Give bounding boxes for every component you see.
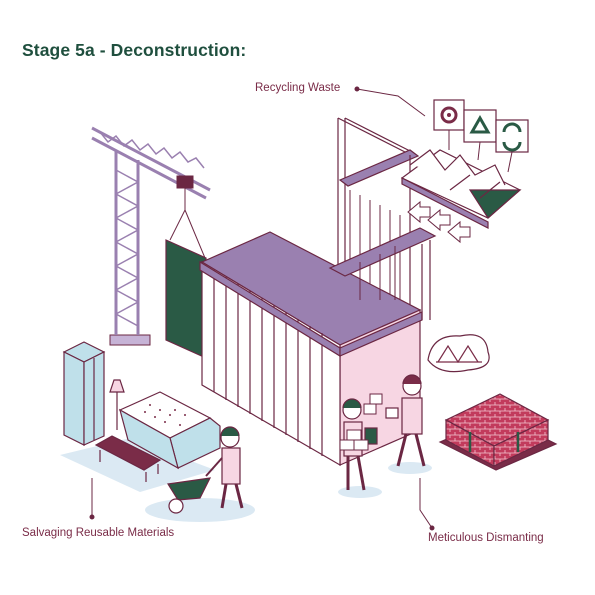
worker-helmet [385, 374, 426, 467]
bed [118, 391, 221, 470]
hanging-panel [165, 239, 207, 359]
bench [94, 435, 162, 482]
salvaging-materials-label: Salvaging Reusable Materials [22, 527, 175, 539]
worker-wheelbarrow [167, 426, 244, 514]
salvage-leader-line [89, 478, 95, 520]
recycling-waste-label: Recycling Waste [255, 82, 341, 94]
refresh-icon [495, 119, 529, 173]
wardrobe [62, 341, 106, 446]
recycle-icon [463, 109, 497, 161]
tower-crane [91, 126, 211, 346]
meticulous-dismantling-label: Meticulous Dismanting [428, 532, 544, 544]
biohazard-icon [433, 99, 465, 150]
page-title: Stage 5a - Deconstruction: [22, 40, 247, 60]
floor-lamp [109, 379, 125, 430]
bridge-thought-icon [427, 334, 490, 373]
recycling-leader-line [354, 86, 426, 117]
dismantling-leader-line [419, 478, 435, 531]
recycling-bin [400, 149, 522, 229]
stone-blocks [339, 393, 383, 451]
brick-pallet [438, 393, 558, 471]
recycle-arrows [407, 200, 471, 244]
